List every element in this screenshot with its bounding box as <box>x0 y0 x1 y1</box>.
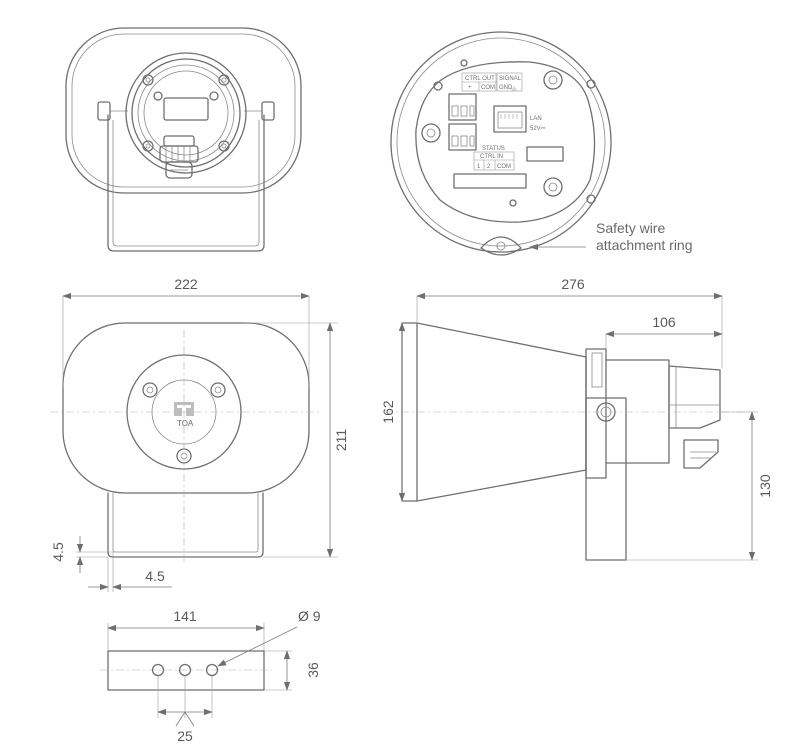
side-view: 276 106 162 130 <box>380 276 773 561</box>
label-plus: + <box>468 85 472 91</box>
dim-106: 106 <box>652 314 676 330</box>
dim-4-5-horizontal: 4.5 <box>145 568 165 584</box>
bracket-inner <box>112 120 260 247</box>
label-plate <box>163 97 209 121</box>
cable-gland <box>163 135 195 147</box>
ctrl-in-terminal <box>448 123 477 151</box>
mount-hole-3 <box>205 663 219 677</box>
bracket-outline <box>107 114 265 252</box>
bottom-label <box>453 173 527 189</box>
dim-162: 162 <box>380 400 396 424</box>
dim-141: 141 <box>173 608 197 624</box>
logo-text: TOA <box>177 419 194 428</box>
side-bracket <box>585 397 627 561</box>
dim-211: 211 <box>333 429 349 452</box>
dim-222: 222 <box>174 276 198 292</box>
driver-back-view: CTRL OUT + COM SIGNAL GND LAN 52V⎓ STATU… <box>390 31 693 256</box>
label-in-com: COM <box>497 164 511 170</box>
label-in-2: 2 <box>487 164 491 170</box>
front-horn-outline <box>62 322 310 494</box>
safety-wire-ring <box>480 236 522 256</box>
driver-rear-cap <box>668 365 721 429</box>
label-ctrl-out: CTRL OUT <box>465 76 495 82</box>
rear-view-bracket <box>65 27 302 252</box>
driver-housing <box>125 52 247 174</box>
back-outer-ring <box>390 31 612 253</box>
status-box <box>526 146 564 162</box>
annotation-line-2: attachment ring <box>596 237 693 253</box>
back-inner-plate <box>415 61 596 223</box>
label-gnd: GND <box>499 85 513 91</box>
dim-25: 25 <box>177 728 193 744</box>
bracket-base-view: 141 Ø 9 36 25 <box>100 608 321 744</box>
mount-hole-1 <box>151 663 165 677</box>
dim-130: 130 <box>757 474 773 498</box>
hole-leader <box>217 626 298 667</box>
dim-hole-diameter: Ø 9 <box>298 608 321 624</box>
front-bracket <box>107 492 264 558</box>
horn-inner-outline <box>71 33 296 188</box>
front-view: TOA 222 211 4.5 4.5 <box>50 276 349 592</box>
label-52v: 52V⎓ <box>530 126 546 132</box>
dim-276: 276 <box>561 276 585 292</box>
horn-outline <box>65 27 302 194</box>
lan-port <box>493 105 527 133</box>
dim-36: 36 <box>305 662 321 678</box>
annotation-line-1: Safety wire <box>596 220 665 236</box>
label-signal: SIGNAL <box>499 76 522 82</box>
dim-4-5-vertical: 4.5 <box>50 542 66 562</box>
mount-hole-2 <box>178 663 192 677</box>
label-ctrl-in: CTRL IN <box>480 154 503 160</box>
ctrl-out-terminal <box>448 93 477 121</box>
label-in-1: 1 <box>477 164 481 170</box>
label-lan: LAN <box>530 116 542 122</box>
side-cable-gland <box>683 439 719 469</box>
horn-flange <box>585 348 607 479</box>
label-com: COM <box>481 85 495 91</box>
bracket-base-plate <box>107 650 265 691</box>
label-status: STATUS <box>482 146 505 152</box>
